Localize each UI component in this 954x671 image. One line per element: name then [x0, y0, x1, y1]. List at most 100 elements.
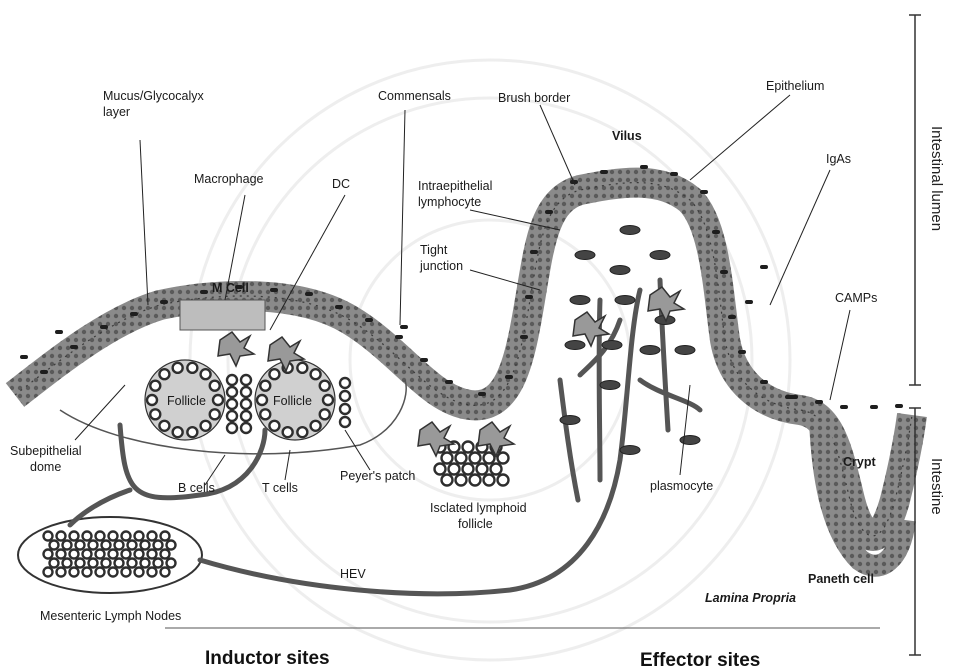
plasmocyte-cell: [680, 436, 700, 445]
plasmocyte-cell: [600, 381, 620, 390]
node-cell: [50, 541, 59, 550]
lymphocyte-cell: [241, 387, 251, 397]
label-m-cell: M Cell: [212, 281, 249, 295]
footer-effector-sites: Effector sites: [640, 650, 760, 671]
bacterium: [760, 265, 768, 269]
node-cell: [70, 550, 79, 559]
label-commensals: Commensals: [378, 89, 451, 103]
lymphocyte-cell: [187, 363, 197, 373]
node-cell: [135, 532, 144, 541]
bacterium: [870, 405, 878, 409]
label-iel: Intraepithelial: [418, 179, 492, 193]
bacterium: [200, 290, 208, 294]
node-cell: [70, 568, 79, 577]
node-cell: [44, 550, 53, 559]
label-peyers-patch: Peyer's patch: [340, 469, 415, 483]
lymphocyte-cell: [340, 417, 350, 427]
node-cell: [161, 550, 170, 559]
plasmocyte-cell: [615, 296, 635, 305]
lymphocyte-cell: [297, 363, 307, 373]
node-cell: [154, 559, 163, 568]
node-cell: [83, 550, 92, 559]
label-camps: CAMPs: [835, 291, 877, 305]
lymphocyte-cell: [241, 375, 251, 385]
lymphocyte-cell: [227, 423, 237, 433]
label-follicle-1: Follicle: [167, 394, 206, 408]
bacterium: [420, 358, 428, 362]
plasmocyte-cell: [620, 446, 640, 455]
label-mln: Mesenteric Lymph Nodes: [40, 609, 181, 623]
node-cell: [83, 568, 92, 577]
node-cell: [102, 559, 111, 568]
node-cell: [96, 568, 105, 577]
node-cell: [83, 532, 92, 541]
label-tight-2: junction: [419, 259, 463, 273]
label-tight: Tight: [420, 243, 448, 257]
node-cell: [70, 532, 79, 541]
node-cell: [154, 541, 163, 550]
plasmocyte-cell: [675, 346, 695, 355]
bacterium: [670, 172, 678, 176]
node-cell: [44, 532, 53, 541]
side-brackets: [909, 15, 921, 655]
label-lamina-propria: Lamina Propria: [705, 591, 796, 605]
lymphocyte-cell: [147, 395, 157, 405]
lymphoid-cell: [463, 464, 474, 475]
bacterium: [760, 380, 768, 384]
lymphoid-cell: [491, 464, 502, 475]
node-cell: [161, 532, 170, 541]
lymphocyte-cell: [159, 421, 169, 431]
node-cell: [76, 559, 85, 568]
label-subepithelial-2: dome: [30, 460, 61, 474]
bacterium: [305, 292, 313, 296]
lymphocyte-cell: [323, 395, 333, 405]
plasmocyte-cell: [620, 226, 640, 235]
plasmocyte-cell: [650, 251, 670, 260]
lymphocyte-cell: [257, 395, 267, 405]
lymphoid-cell: [498, 453, 509, 464]
bacterium: [895, 404, 903, 408]
node-cell: [63, 559, 72, 568]
lymphoid-cell: [463, 442, 474, 453]
label-crypt: Crypt: [843, 455, 876, 469]
node-cell: [57, 532, 66, 541]
bacterium: [505, 375, 513, 379]
lymphocyte-cell: [241, 399, 251, 409]
lymphocyte-cell: [227, 387, 237, 397]
bacterium: [525, 295, 533, 299]
lymphocyte-cell: [269, 369, 279, 379]
lymphocyte-cell: [340, 391, 350, 401]
node-cell: [167, 541, 176, 550]
plasmocyte-cell: [570, 296, 590, 305]
lymphocyte-cell: [227, 399, 237, 409]
node-cell: [148, 568, 157, 577]
plasmocyte-cell: [602, 341, 622, 350]
lymphocyte-cell: [201, 421, 211, 431]
lymphoid-cell: [477, 464, 488, 475]
plasmocyte-cell: [565, 341, 585, 350]
bacterium: [728, 315, 736, 319]
label-intestine: Intestine: [928, 458, 945, 515]
label-hev: HEV: [340, 567, 366, 581]
bacterium: [785, 395, 793, 399]
node-cell: [57, 550, 66, 559]
bacterium: [720, 270, 728, 274]
lymphoid-cell: [470, 475, 481, 486]
node-cell: [167, 559, 176, 568]
node-cell: [128, 541, 137, 550]
bacterium: [130, 312, 138, 316]
bacterium: [600, 170, 608, 174]
node-cell: [44, 568, 53, 577]
label-b-cells: B cells: [178, 481, 215, 495]
node-cell: [161, 568, 170, 577]
lymphocyte-cell: [150, 409, 160, 419]
node-cell: [148, 532, 157, 541]
bacterium: [160, 300, 168, 304]
bacterium: [395, 335, 403, 339]
lymphoid-cell: [470, 453, 481, 464]
lymphoid-cell: [484, 475, 495, 486]
lymphoid-cell: [456, 475, 467, 486]
footer-inductor-sites: Inductor sites: [205, 648, 330, 669]
lymphocyte-cell: [311, 369, 321, 379]
bacterium: [478, 392, 486, 396]
